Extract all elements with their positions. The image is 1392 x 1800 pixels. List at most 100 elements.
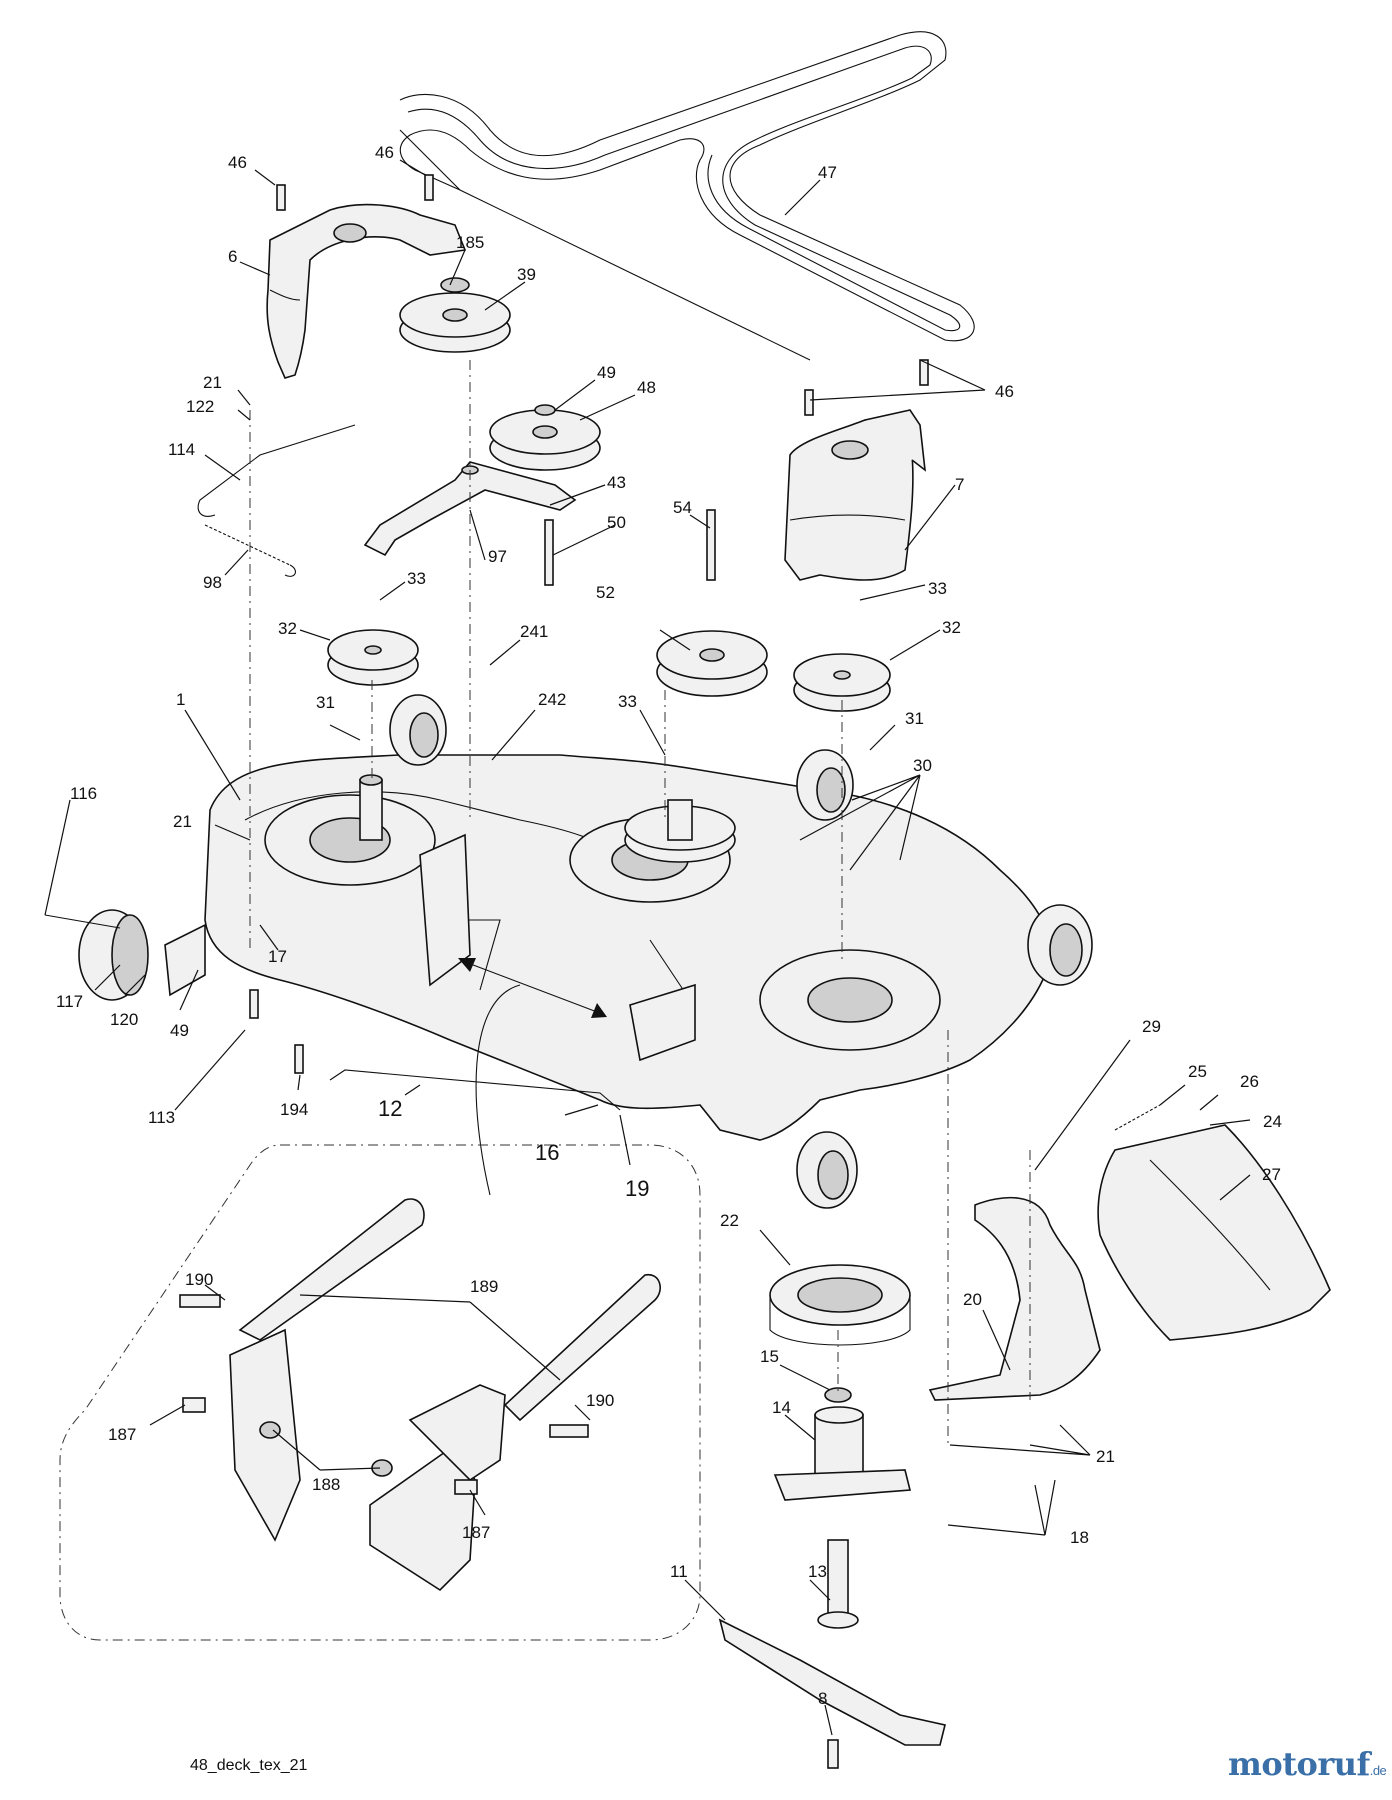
callout-49: 49 — [170, 1021, 189, 1040]
spindle-pulley-right — [793, 653, 891, 712]
assembly-dash-lines — [249, 360, 1031, 1445]
callout-32: 32 — [942, 618, 961, 637]
mulch-cover — [1097, 1124, 1331, 1341]
callout-6: 6 — [228, 247, 237, 266]
callout-33: 33 — [618, 692, 637, 711]
callout-15: 15 — [760, 1347, 779, 1366]
inset-pointer — [475, 984, 521, 1196]
callout-122: 122 — [186, 397, 214, 416]
leader-lines — [44, 159, 1251, 1736]
spring-and-rod — [197, 424, 356, 577]
callout-43: 43 — [607, 473, 626, 492]
callout-187: 187 — [108, 1425, 136, 1444]
idler-pulley-48 — [489, 404, 601, 471]
callout-21: 21 — [173, 812, 192, 831]
bearing-15 — [824, 1387, 852, 1403]
gauge-wheel-rear-right — [796, 749, 854, 821]
callout-13: 13 — [808, 1562, 827, 1581]
spring-25 — [1114, 1104, 1161, 1131]
callout-116: 116 — [70, 784, 97, 803]
callout-29: 29 — [1142, 1017, 1161, 1036]
callout-22: 22 — [720, 1211, 739, 1230]
callout-120: 120 — [110, 1010, 138, 1029]
callout-21: 21 — [1096, 1447, 1115, 1466]
callout-52: 52 — [596, 583, 615, 602]
blade-11 — [718, 1618, 946, 1746]
callout-194: 194 — [280, 1100, 308, 1119]
callout-21: 21 — [203, 373, 222, 392]
callout-25: 25 — [1188, 1062, 1207, 1081]
watermark-suffix: .de — [1369, 1763, 1387, 1778]
callout-97: 97 — [488, 547, 507, 566]
drive-belt — [399, 31, 975, 361]
callout-117: 117 — [56, 992, 83, 1011]
deck-lift-bracket-right — [629, 983, 696, 1062]
callout-47: 47 — [818, 163, 837, 182]
callout-187: 187 — [462, 1523, 490, 1542]
callout-12: 12 — [378, 1096, 402, 1121]
front-roller — [44, 909, 206, 1001]
gauge-wheel-front-right — [1027, 904, 1093, 986]
callout-114: 114 — [168, 440, 195, 459]
callout-190: 190 — [586, 1391, 614, 1410]
callout-46: 46 — [228, 153, 247, 172]
idler-pulley-39 — [399, 277, 511, 353]
callout-14: 14 — [772, 1398, 791, 1417]
hardware-bolts — [249, 174, 929, 1074]
mower-deck — [204, 754, 1051, 1141]
callout-33: 33 — [407, 569, 426, 588]
spindle-spacer-22 — [769, 1264, 911, 1346]
deflector-chute — [928, 1196, 1101, 1401]
callout-48: 48 — [637, 378, 656, 397]
watermark-logo: motoruf.de — [1228, 1745, 1387, 1783]
left-spindle-on-deck — [359, 774, 383, 841]
callout-241: 241 — [520, 622, 548, 641]
left-belt-cover — [266, 203, 467, 379]
idler-arm — [363, 461, 577, 557]
callout-33: 33 — [928, 579, 947, 598]
callout-188: 188 — [312, 1475, 340, 1494]
callout-17: 17 — [268, 947, 287, 966]
right-belt-cover — [784, 409, 927, 581]
spindle-housing-14 — [773, 1406, 912, 1501]
callout-189: 189 — [470, 1277, 498, 1296]
watermark-name: motoruf — [1228, 1745, 1370, 1783]
idler-pulley-52 — [656, 630, 768, 697]
callout-190: 190 — [185, 1270, 213, 1289]
callout-20: 20 — [963, 1290, 982, 1309]
callout-1: 1 — [176, 690, 185, 709]
callout-98: 98 — [203, 573, 222, 592]
callout-50: 50 — [607, 513, 626, 532]
callout-19: 19 — [625, 1176, 649, 1201]
callout-16: 16 — [535, 1140, 559, 1165]
callout-46: 46 — [995, 382, 1014, 401]
callout-49: 49 — [597, 363, 616, 382]
callout-30: 30 — [913, 756, 932, 775]
callout-32: 32 — [278, 619, 297, 638]
callout-242: 242 — [538, 690, 566, 709]
callout-31: 31 — [316, 693, 335, 712]
callout-26: 26 — [1240, 1072, 1259, 1091]
center-spindle-on-deck — [624, 799, 736, 863]
rod-12 — [329, 1069, 621, 1111]
adjust-arrow — [458, 958, 607, 1018]
callout-labels: 46 46 47 6 185 39 46 21 122 49 48 114 43… — [56, 143, 1282, 1708]
inset-parts — [179, 1198, 661, 1592]
gauge-wheel-front-center — [796, 1131, 858, 1209]
gauge-wheel-rear-left — [389, 694, 447, 766]
callout-24: 24 — [1263, 1112, 1282, 1131]
spindle-pulley-left — [327, 629, 419, 686]
diagram-caption: 48_deck_tex_21 — [190, 1757, 308, 1774]
deck-lift-bracket-left — [419, 833, 471, 987]
callout-7: 7 — [955, 475, 964, 494]
callout-31: 31 — [905, 709, 924, 728]
blade-bolt-8 — [827, 1739, 839, 1769]
callout-46: 46 — [375, 143, 394, 162]
callout-185: 185 — [456, 233, 484, 252]
callout-113: 113 — [148, 1108, 175, 1127]
callout-18: 18 — [1070, 1528, 1089, 1547]
callout-8: 8 — [818, 1689, 827, 1708]
callout-27: 27 — [1262, 1165, 1281, 1184]
inset-box — [59, 1144, 701, 1641]
